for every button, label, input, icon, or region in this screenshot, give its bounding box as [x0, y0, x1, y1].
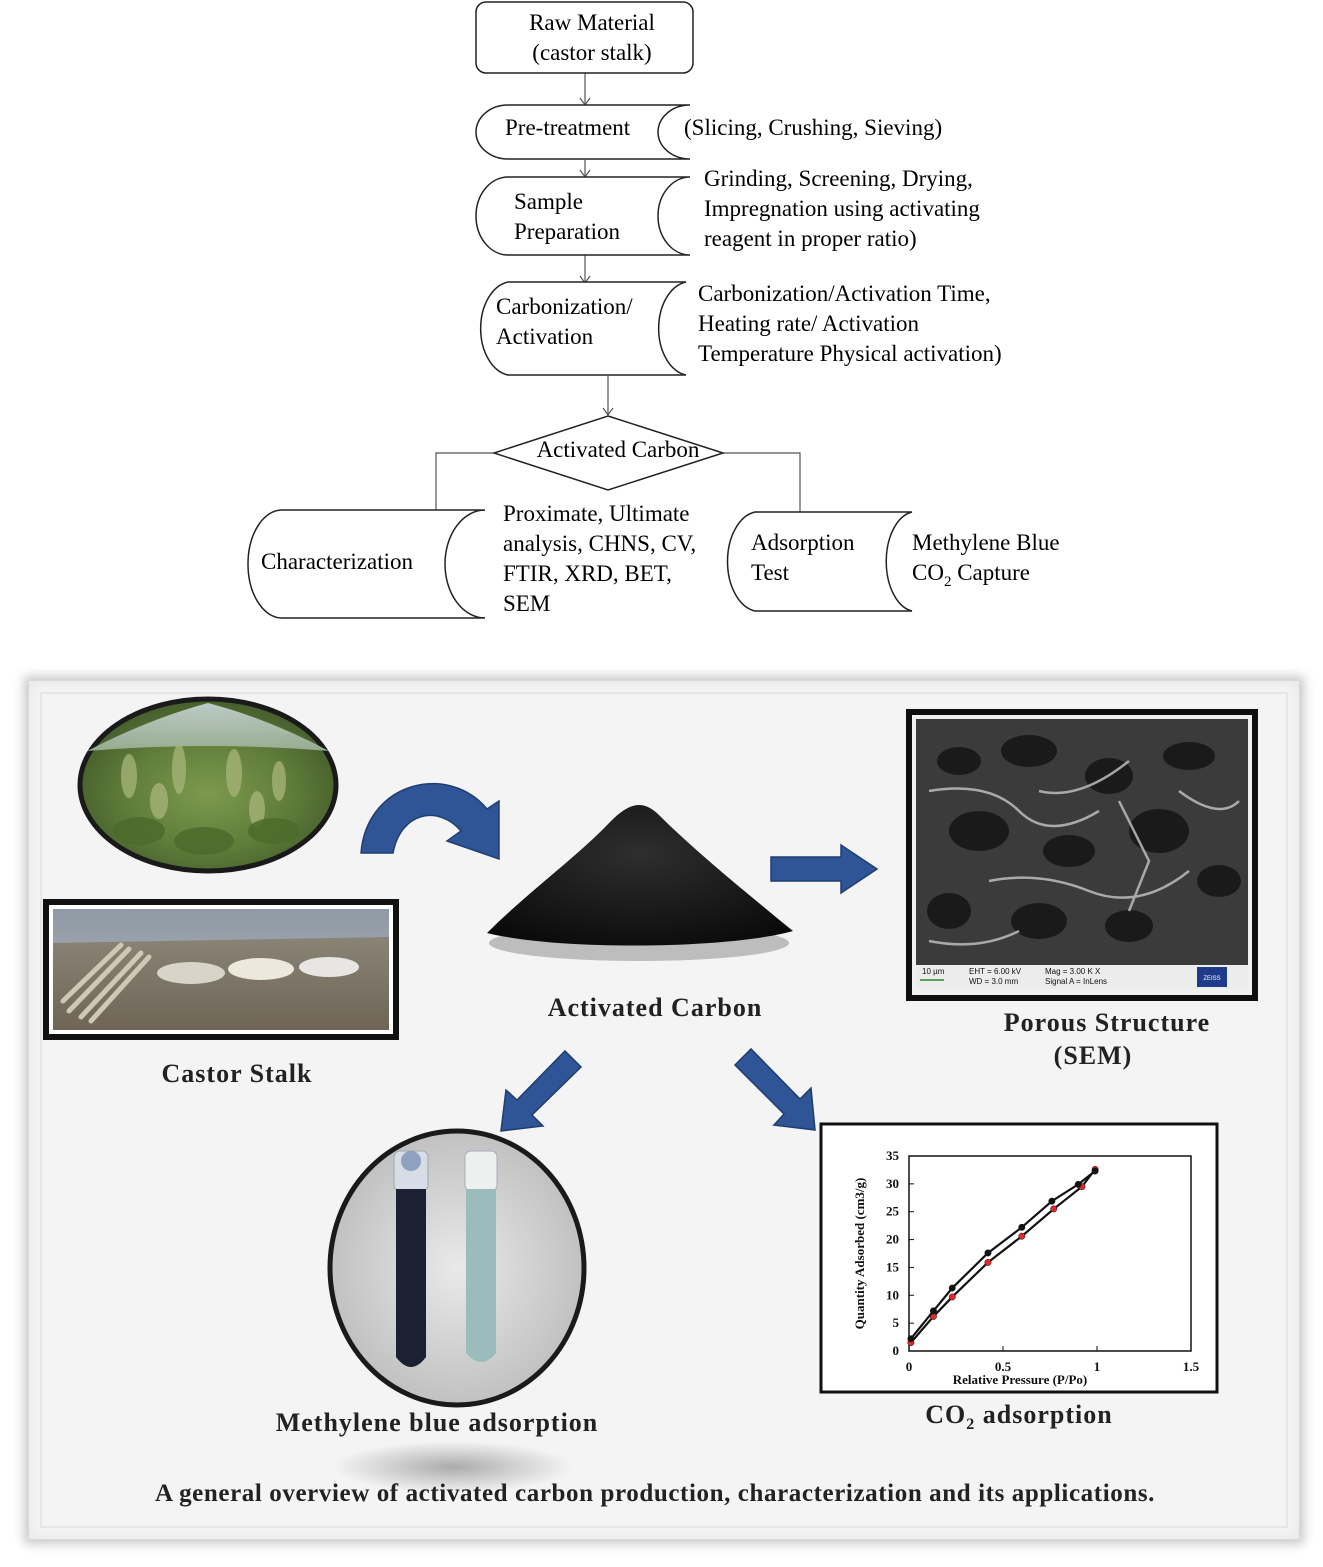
characterization-note-1: Proximate, Ultimate — [503, 501, 690, 526]
y-tick-label: 0 — [893, 1343, 900, 1358]
sem-wd: WD = 3.0 mm — [969, 977, 1018, 986]
series-2-point — [907, 1335, 915, 1343]
graphical-abstract-panel: Castor Stalk Activated Carbon — [28, 680, 1300, 1540]
pretreatment-label: Pre-treatment — [505, 115, 631, 140]
curved-arrow-to-carbon — [360, 783, 500, 861]
methylene-blue-label: Methylene blue adsorption — [276, 1408, 599, 1437]
inner-frame — [40, 692, 1288, 1528]
carbonization-note-1: Carbonization/Activation Time, — [698, 281, 991, 306]
x-tick-label: 0 — [906, 1359, 913, 1374]
sample-preparation-note-1: Grinding, Screening, Drying, — [704, 166, 973, 191]
arrow-to-sem — [770, 843, 879, 895]
plot-area — [908, 1155, 1192, 1352]
sample-preparation-label-2: Preparation — [514, 219, 621, 244]
y-tick-label: 35 — [886, 1148, 900, 1163]
sample-preparation-label-1: Sample — [514, 189, 583, 214]
series-1-point — [1050, 1205, 1058, 1213]
castor-field-photo — [77, 696, 339, 874]
y-tick-label: 30 — [886, 1176, 899, 1191]
process-flowchart: Raw Material (castor stalk) Pre-treatmen… — [247, 1, 1060, 619]
co2-adsorption-label: CO2 adsorption — [925, 1400, 1112, 1433]
carbonization-note-3: Temperature Physical activation) — [698, 341, 1002, 366]
characterization-shape — [247, 509, 486, 619]
sem-eht: EHT = 6.00 kV — [969, 967, 1022, 976]
adsorption-test-label-1: Adsorption — [751, 530, 855, 555]
x-tick-label: 0.5 — [995, 1359, 1012, 1374]
adsorption-test-note-2: CO2 Capture — [912, 560, 1030, 590]
sem-mag: Mag = 3.00 K X — [1045, 967, 1101, 976]
sem-label: (SEM) — [1054, 1041, 1133, 1070]
sample-preparation-shape — [475, 176, 691, 256]
y-tick-label: 15 — [886, 1259, 900, 1274]
activated-carbon-pile — [487, 804, 793, 961]
castor-stalk-photo — [43, 899, 399, 1040]
series-2-point — [1048, 1197, 1056, 1205]
porous-structure-label: Porous Structure — [1004, 1008, 1210, 1037]
carbonization-label-1: Carbonization/ — [496, 294, 633, 319]
y-axis-label: Quantity Adsorbed (cm3/g) — [852, 1178, 867, 1330]
characterization-note-4: SEM — [503, 591, 550, 616]
series-2-point — [929, 1307, 937, 1315]
zeiss-logo-text: ZEISS — [1203, 976, 1220, 982]
overview-caption: A general overview of activated carbon p… — [155, 1480, 1155, 1507]
raw-material-label: Raw Material — [529, 10, 655, 35]
methylene-blue-photo — [327, 1128, 587, 1408]
series-2-point — [1091, 1167, 1099, 1175]
sem-signal: Signal A = InLens — [1045, 977, 1107, 986]
y-tick-label: 20 — [886, 1232, 899, 1247]
y-tick-label: 10 — [886, 1287, 899, 1302]
adsorption-test-label-2: Test — [751, 560, 790, 585]
castor-stalk-label: Castor Stalk — [162, 1059, 313, 1088]
series-1-point — [1018, 1232, 1026, 1240]
characterization-note-3: FTIR, XRD, BET, — [503, 561, 672, 586]
zeiss-logo — [1197, 967, 1227, 987]
x-tick-label: 1 — [1094, 1359, 1101, 1374]
series-1-line — [910, 1168, 1096, 1344]
arrow-to-methylene — [500, 1049, 583, 1132]
series-2-point — [1074, 1180, 1082, 1188]
carbonization-note-2: Heating rate/ Activation — [698, 311, 919, 336]
series-1-point — [948, 1293, 956, 1301]
x-tick-label: 1.5 — [1183, 1359, 1200, 1374]
carbonization-label-2: Activation — [496, 324, 594, 349]
characterization-note-2: analysis, CHNS, CV, — [503, 531, 696, 556]
sem-scale-bar: 10 µm — [922, 967, 945, 976]
tube-shadow — [333, 1441, 573, 1493]
graphical-abstract-canvas: Castor Stalk Activated Carbon — [40, 692, 1288, 1528]
y-tick-label: 5 — [893, 1315, 900, 1330]
activated-carbon-label: Activated Carbon — [537, 437, 700, 462]
activated-carbon-diamond — [491, 415, 726, 491]
sem-micrograph: 10 µm EHT = 6.00 kV WD = 3.0 mm Mag = 3.… — [906, 709, 1258, 1001]
raw-material-sublabel: (castor stalk) — [532, 40, 651, 65]
series-2-line — [910, 1170, 1096, 1340]
sample-preparation-note-3: reagent in proper ratio) — [704, 226, 917, 251]
arrow-to-co2 — [733, 1047, 816, 1131]
series-2-point — [948, 1284, 956, 1292]
x-axis-label: Relative Pressure (P/Po) — [953, 1372, 1088, 1387]
sample-preparation-note-2: Impregnation using activating — [704, 196, 980, 221]
adsorption-test-note-1: Methylene Blue — [912, 530, 1060, 555]
pretreatment-note: (Slicing, Crushing, Sieving) — [684, 115, 942, 140]
adsorption-test-shape — [726, 511, 913, 612]
characterization-label: Characterization — [261, 549, 413, 574]
series-2-point — [984, 1249, 992, 1257]
series-1-point — [984, 1258, 992, 1266]
series-2-point — [1018, 1223, 1026, 1231]
carbonization-shape — [479, 281, 687, 376]
raw-material-box — [475, 1, 694, 74]
pretreatment-shape — [475, 104, 691, 160]
activated-carbon-label: Activated Carbon — [548, 993, 763, 1022]
y-tick-label: 25 — [886, 1204, 900, 1219]
